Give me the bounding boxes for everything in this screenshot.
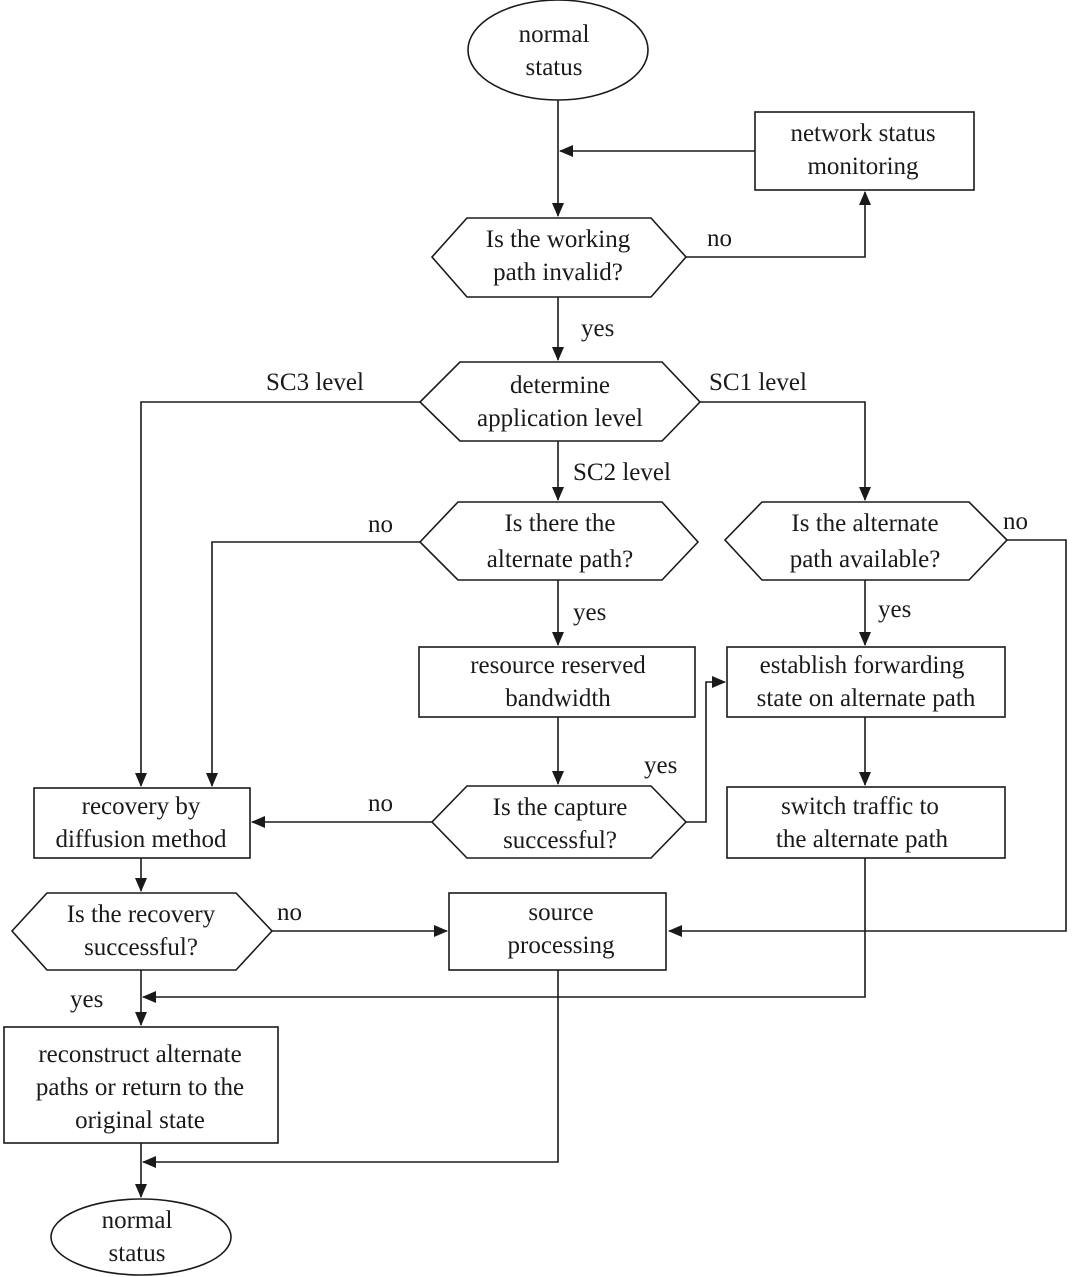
invalid-decision	[430, 217, 688, 298]
reserve-box	[418, 646, 696, 718]
label-alt-exist-no: no	[368, 511, 393, 538]
label-alt-avail-yes: yes	[878, 596, 911, 623]
label-recovery-yes: yes	[70, 986, 103, 1013]
shapes	[3, 0, 1009, 1276]
arrow-switch-to-reconstruct	[142, 858, 866, 1003]
source-box	[448, 892, 667, 971]
label-invalid-yes: yes	[581, 315, 614, 342]
arrow-alt-exist-no-to-diffusion	[206, 541, 420, 787]
arrow-capture-yes-to-establish	[686, 676, 726, 823]
level-decision	[418, 361, 702, 442]
label-alt-avail-no: no	[1003, 508, 1028, 535]
label-capture-no: no	[368, 790, 393, 817]
connectors	[135, 100, 1067, 1198]
reconstruct-box	[3, 1026, 279, 1144]
arrow-alt-avail-no-to-source	[668, 539, 1067, 937]
recovery-decision	[10, 892, 274, 971]
arrow-invalid-no-to-monitor	[686, 191, 871, 258]
alt-avail-decision	[723, 501, 1009, 581]
alt-exist-decision	[418, 501, 700, 581]
diffusion-box	[33, 787, 251, 859]
edge-labels: no yes SC3 level SC1 level SC2 level no …	[70, 225, 1028, 1013]
label-sc2: SC2 level	[573, 459, 671, 486]
label-invalid-no: no	[707, 225, 732, 252]
arrow-level-sc3-to-diffusion	[135, 401, 420, 787]
arrow-source-to-end	[142, 970, 559, 1168]
monitor-box	[754, 111, 975, 191]
capture-decision	[430, 785, 688, 859]
switch-box	[726, 786, 1006, 859]
label-sc3: SC3 level	[266, 369, 364, 396]
label-capture-yes: yes	[644, 752, 677, 779]
start-terminal	[467, 0, 649, 101]
end-terminal	[50, 1198, 232, 1276]
label-recovery-no: no	[277, 899, 302, 926]
establish-box	[726, 646, 1006, 718]
label-alt-exist-yes: yes	[573, 599, 606, 626]
label-sc1: SC1 level	[709, 369, 807, 396]
arrow-level-sc1-to-alt-avail	[700, 401, 871, 501]
